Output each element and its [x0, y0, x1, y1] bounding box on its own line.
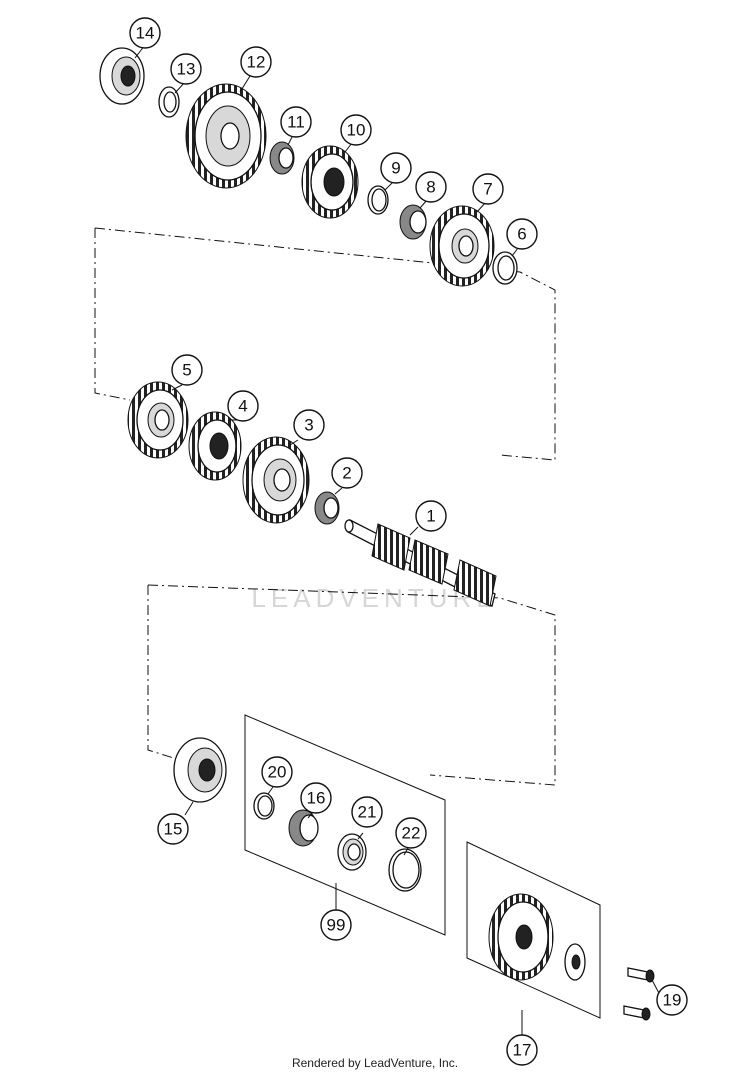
- leader-3: [289, 439, 299, 446]
- bolts-19: [623, 967, 655, 1021]
- callout-11: 11: [280, 106, 312, 138]
- callout-14: 14: [129, 17, 161, 49]
- gear-3: [242, 436, 310, 524]
- svg-text:3: 3: [304, 416, 313, 435]
- callout-21: 21: [351, 796, 383, 828]
- callout-15: 15: [157, 813, 189, 845]
- leader-1: [409, 526, 419, 536]
- callout-16: 16: [300, 782, 332, 814]
- callout-2: 2: [331, 457, 363, 489]
- gear-5: [127, 381, 189, 459]
- frame-upper-right: [94, 227, 556, 461]
- circlip-22: [388, 848, 422, 892]
- svg-text:4: 4: [238, 397, 247, 416]
- frame-upper-left: [94, 228, 131, 401]
- callout-8: 8: [415, 171, 447, 203]
- leader-6: [511, 247, 519, 257]
- leader-20: [267, 786, 274, 795]
- leader-21: [357, 832, 364, 840]
- svg-text:1: 1: [426, 507, 435, 526]
- callout-99: 99: [320, 909, 352, 941]
- callout-3: 3: [293, 409, 325, 441]
- bearing-15: [173, 737, 227, 803]
- gear-12: [185, 83, 267, 189]
- leader-7: [476, 202, 486, 213]
- svg-text:8: 8: [426, 178, 435, 197]
- watermark: LEADVENTURE: [251, 583, 498, 613]
- svg-text:99: 99: [327, 916, 346, 935]
- callout-9: 9: [380, 152, 412, 184]
- svg-text:11: 11: [287, 113, 305, 132]
- callout-10: 10: [340, 114, 372, 146]
- bushing-11: [269, 141, 295, 175]
- bushing-2: [314, 491, 340, 525]
- callout-19: 19: [656, 984, 688, 1016]
- callout-5: 5: [171, 354, 203, 386]
- ring-20: [253, 792, 275, 820]
- leader-22: [403, 847, 409, 856]
- gear-7: [429, 205, 495, 287]
- circlip-9: [367, 185, 389, 215]
- callout-6: 6: [506, 218, 538, 250]
- svg-text:9: 9: [391, 159, 400, 178]
- svg-text:22: 22: [402, 824, 421, 843]
- seal-21: [337, 833, 367, 871]
- main-shaft-1: [344, 519, 497, 607]
- svg-text:19: 19: [663, 991, 682, 1010]
- callout-4: 4: [227, 390, 259, 422]
- svg-text:21: 21: [358, 803, 377, 822]
- svg-text:13: 13: [177, 60, 196, 79]
- svg-text:2: 2: [342, 464, 351, 483]
- svg-text:17: 17: [513, 1041, 532, 1060]
- svg-text:7: 7: [483, 180, 492, 199]
- callout-17: 17: [506, 1034, 538, 1066]
- washer-6: [492, 251, 518, 285]
- bearing-14: [99, 47, 145, 105]
- svg-text:20: 20: [268, 763, 287, 782]
- leader-5: [171, 384, 183, 391]
- callout-12: 12: [240, 46, 272, 78]
- sprocket-17: [488, 893, 586, 981]
- washer-13: [158, 86, 180, 118]
- gear-4: [188, 411, 242, 481]
- callout-13: 13: [170, 53, 202, 85]
- leader-15: [184, 801, 194, 816]
- svg-text:14: 14: [136, 24, 155, 43]
- kit-17-outline: [466, 841, 601, 1019]
- kit-99-outline: [244, 714, 446, 936]
- gear-10: [301, 145, 359, 219]
- svg-text:5: 5: [182, 361, 191, 380]
- callout-7: 7: [472, 173, 504, 205]
- footer-credit: Rendered by LeadVenture, Inc.: [291, 1056, 459, 1070]
- svg-text:15: 15: [164, 820, 183, 839]
- svg-text:16: 16: [307, 789, 326, 808]
- frame-lower-right: [147, 584, 556, 786]
- svg-text:10: 10: [347, 121, 366, 140]
- leader-12: [239, 75, 251, 93]
- bushing-8: [399, 204, 427, 240]
- frame-lower-left: [147, 585, 181, 761]
- callout-1: 1: [415, 500, 447, 532]
- callout-20: 20: [261, 756, 293, 788]
- svg-text:12: 12: [247, 53, 266, 72]
- svg-text:6: 6: [517, 225, 526, 244]
- leader-9: [384, 181, 394, 191]
- callout-22: 22: [395, 817, 427, 849]
- sleeve-16: [288, 809, 319, 847]
- leader-2: [334, 487, 343, 495]
